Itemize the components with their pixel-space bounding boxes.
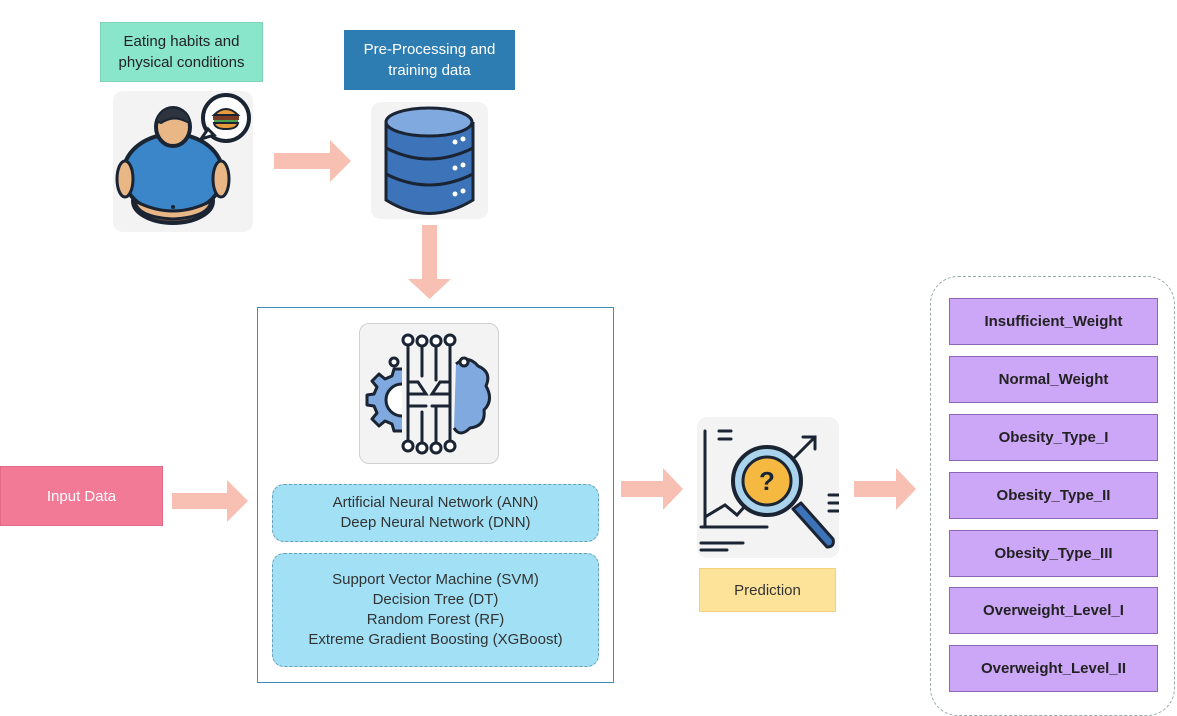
prediction-node: Prediction (699, 568, 836, 612)
arrow-prediction-to-classes (854, 468, 916, 510)
model-dnn: Deep Neural Network (DNN) (340, 514, 531, 531)
preprocessing-node: Pre-Processing and training data (344, 30, 515, 90)
class-label: Obesity_Type_III (994, 545, 1113, 562)
search-analytics-icon: ? (699, 429, 839, 552)
ai-brain-icon (365, 333, 491, 455)
class-overweight-level-i: Overweight_Level_I (949, 587, 1158, 634)
model-ann: Artificial Neural Network (ANN) (332, 494, 539, 511)
svg-text:?: ? (759, 466, 775, 496)
input-data-node: Input Data (0, 466, 163, 526)
model-frame (257, 307, 614, 683)
class-label: Normal_Weight (998, 371, 1109, 388)
arrow-person-to-database (274, 140, 351, 182)
model-rf: Random Forest (RF) (366, 611, 505, 628)
class-insufficient-weight: Insufficient_Weight (949, 298, 1158, 345)
class-label: Overweight_Level_II (980, 660, 1127, 677)
class-label: Insufficient_Weight (984, 313, 1123, 330)
deep-models-group: Artificial Neural Network (ANN) Deep Neu… (272, 484, 599, 542)
overweight-person-icon (115, 93, 251, 225)
arrow-input-to-model (172, 480, 248, 522)
prediction-icon-tile: ? (697, 417, 839, 558)
database-icon-tile (371, 102, 488, 219)
input-data-label: Input Data (46, 487, 117, 505)
class-obesity-type-i: Obesity_Type_I (949, 414, 1158, 461)
preprocessing-label: Pre-Processing and training data (363, 41, 496, 79)
eating-habits-node: Eating habits and physical conditions (100, 22, 263, 82)
model-svm: Support Vector Machine (SVM) (332, 571, 539, 588)
class-label: Obesity_Type_II (996, 487, 1111, 504)
class-overweight-level-ii: Overweight_Level_II (949, 645, 1158, 692)
ai-icon-tile (359, 323, 499, 464)
class-obesity-type-iii: Obesity_Type_III (949, 530, 1158, 577)
class-normal-weight: Normal_Weight (949, 356, 1158, 403)
database-icon (384, 106, 475, 215)
model-dt: Decision Tree (DT) (372, 591, 499, 608)
prediction-label: Prediction (734, 581, 801, 599)
arrow-model-to-prediction (621, 468, 683, 510)
eating-habits-label: Eating habits and physical conditions (118, 33, 245, 71)
class-label: Obesity_Type_I (998, 429, 1109, 446)
person-icon-tile (113, 91, 253, 232)
class-label: Overweight_Level_I (983, 602, 1124, 619)
classical-models-group: Support Vector Machine (SVM) Decision Tr… (272, 553, 599, 667)
model-xgboost: Extreme Gradient Boosting (XGBoost) (308, 631, 563, 648)
arrow-database-to-model (408, 225, 451, 299)
class-obesity-type-ii: Obesity_Type_II (949, 472, 1158, 519)
